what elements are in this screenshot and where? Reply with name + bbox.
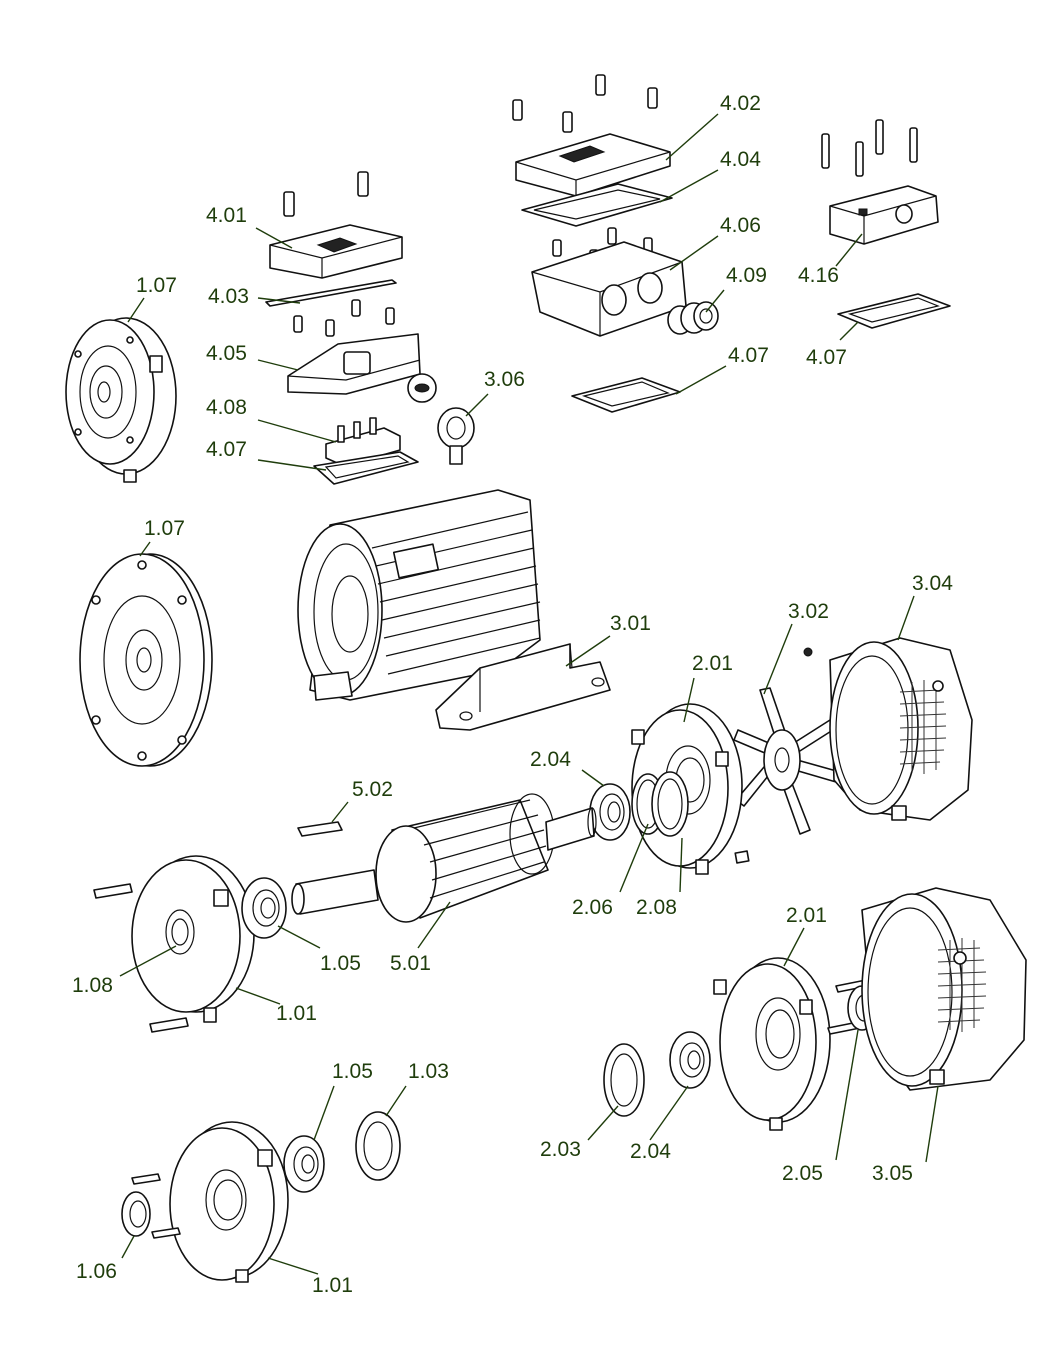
part-seal-1-06	[121, 1173, 181, 1239]
label-4-01: 4.01	[206, 204, 247, 227]
part-ring-1-03	[355, 1111, 401, 1181]
part-ring-2-08	[651, 771, 689, 837]
label-2-04-b: 2.04	[630, 1140, 671, 1163]
label-1-06: 1.06	[76, 1260, 117, 1283]
part-bearing-1-05-lower	[283, 1135, 325, 1193]
label-1-07-b: 1.07	[144, 517, 185, 540]
part-terminal-box-4-06	[531, 227, 687, 337]
label-4-03: 4.03	[208, 285, 249, 308]
part-terminal-block-4-08	[325, 417, 401, 467]
label-2-08: 2.08	[636, 896, 677, 919]
part-rotor-5-01	[291, 793, 597, 923]
label-4-05: 4.05	[206, 342, 247, 365]
part-bearing-2-04-lower	[669, 1031, 711, 1089]
part-key-5-02	[297, 821, 343, 837]
label-2-04-a: 2.04	[530, 748, 571, 771]
label-1-01-a: 1.01	[276, 1002, 317, 1025]
label-4-07-a: 4.07	[206, 438, 247, 461]
part-end-shield-2-01-lower	[713, 957, 831, 1131]
part-end-shield-1-01-lower	[169, 1121, 289, 1283]
label-1-08: 1.08	[72, 974, 113, 997]
label-2-06: 2.06	[572, 896, 613, 919]
label-4-16: 4.16	[798, 264, 839, 287]
part-cable-gland-4-09	[667, 301, 719, 335]
label-1-05-b: 1.05	[332, 1060, 373, 1083]
part-bearing-1-05-upper	[241, 877, 287, 939]
part-housing-3-01	[297, 489, 611, 731]
part-bearing-2-04-upper	[589, 783, 631, 841]
label-3-04: 3.04	[912, 572, 953, 595]
part-ring-2-03	[603, 1043, 645, 1117]
label-4-02: 4.02	[720, 92, 761, 115]
part-gasket-4-07-c	[837, 293, 951, 329]
part-terminal-cover-4-01	[269, 171, 403, 279]
label-3-06: 3.06	[484, 368, 525, 391]
part-terminal-cover-4-02	[512, 74, 671, 197]
label-4-04: 4.04	[720, 148, 761, 171]
label-1-01-b: 1.01	[312, 1274, 353, 1297]
label-1-07-a: 1.07	[136, 274, 177, 297]
part-end-shield-1-01-upper	[93, 855, 255, 1033]
label-4-09: 4.09	[726, 264, 767, 287]
part-flange-1-07-small	[65, 317, 177, 483]
part-gasket-4-07-a	[313, 451, 419, 485]
label-1-05-a: 1.05	[320, 952, 361, 975]
label-5-01: 5.01	[390, 952, 431, 975]
part-gasket-4-07-b	[571, 377, 681, 413]
part-fan-cover-3-04	[829, 637, 973, 821]
label-3-01: 3.01	[610, 612, 651, 635]
label-3-02: 3.02	[788, 600, 829, 623]
label-4-07-b: 4.07	[728, 344, 769, 367]
label-2-01-b: 2.01	[786, 904, 827, 927]
part-gasket-4-04	[521, 183, 673, 227]
part-terminal-box-4-16	[821, 119, 939, 245]
label-2-05: 2.05	[782, 1162, 823, 1185]
part-labels: 4.01 4.03 4.05 4.08 4.07 4.02 4.04 4.06 …	[72, 92, 953, 1297]
label-3-05: 3.05	[872, 1162, 913, 1185]
label-2-01-a: 2.01	[692, 652, 733, 675]
label-4-08: 4.08	[206, 396, 247, 419]
label-2-03: 2.03	[540, 1138, 581, 1161]
part-eye-bolt-3-06	[437, 407, 475, 465]
label-5-02: 5.02	[352, 778, 393, 801]
part-fan-cover-3-05	[861, 887, 1027, 1091]
part-fan-3-02	[733, 647, 841, 835]
label-1-03: 1.03	[408, 1060, 449, 1083]
part-terminal-box-4-05	[287, 299, 437, 403]
part-gasket-4-03	[265, 279, 397, 307]
part-flange-1-07-large	[79, 553, 213, 767]
leader-lines	[119, 113, 939, 1275]
label-4-06: 4.06	[720, 214, 761, 237]
label-4-07-c: 4.07	[806, 346, 847, 369]
